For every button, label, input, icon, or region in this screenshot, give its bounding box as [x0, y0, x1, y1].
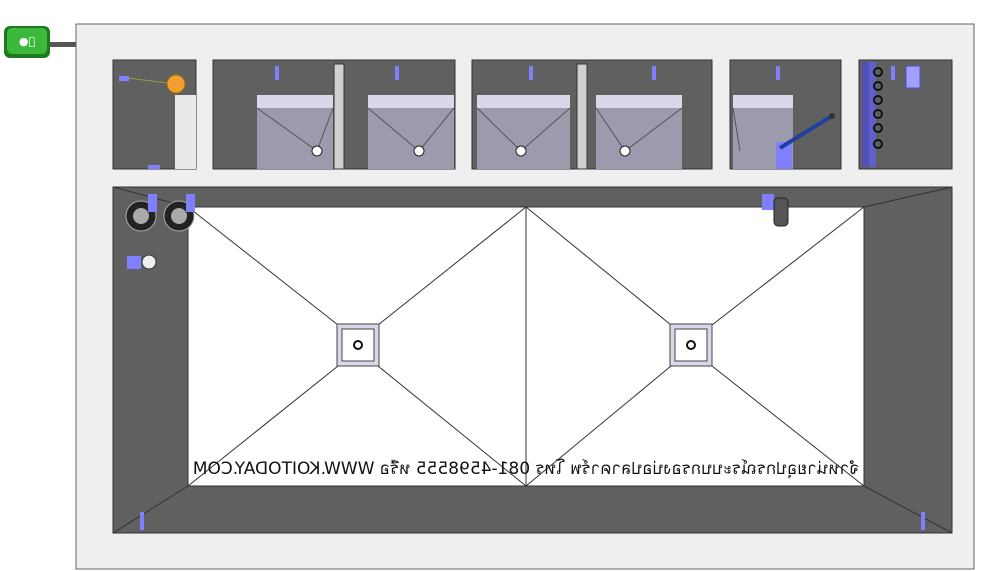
pipe-icon [891, 66, 895, 80]
control-button-label: ●⃝ [19, 35, 35, 48]
filter-chamber-2 [212, 59, 456, 170]
filter-chamber-4 [729, 59, 842, 170]
drain-icon [515, 145, 527, 157]
filter-chamber-1 [112, 59, 197, 170]
pipe-icon [148, 165, 160, 169]
main-pond [112, 186, 953, 534]
float-ball [166, 74, 186, 94]
drain-icon [686, 340, 696, 350]
pipe-icon [127, 256, 141, 269]
filter-chamber-5 [858, 59, 953, 170]
drain-icon [353, 340, 363, 350]
pipe-icon [275, 66, 279, 80]
filter-chamber-3 [471, 59, 713, 170]
bottom-drain-2 [669, 323, 713, 367]
float-valve-icon [119, 76, 129, 81]
pipe-icon [652, 66, 656, 80]
pipe-icon [762, 194, 774, 210]
watermark-text: จำหน่ายอุปกรณ์ระบบกรองบ่อปลาคาร์พ โทร 08… [193, 458, 859, 479]
drain-icon [311, 145, 323, 157]
control-button[interactable]: ●⃝ [4, 26, 50, 58]
pipe-icon [148, 194, 157, 212]
pipe-icon [776, 66, 780, 80]
return-pipe [762, 194, 789, 227]
pipe-icon [186, 194, 195, 212]
drain-icon [619, 145, 631, 157]
bottom-drain-1 [336, 323, 380, 367]
cable-connector [50, 42, 78, 47]
pipe-icon [140, 512, 144, 530]
skimmer-inlets [125, 194, 195, 270]
aerator-icon [778, 114, 834, 150]
pipe-icon [776, 142, 792, 169]
pipe-icon [395, 66, 399, 80]
pipe-icon [529, 66, 533, 80]
drain-icon [413, 145, 425, 157]
pipe-icon [921, 512, 925, 530]
pipe-icon [905, 65, 921, 89]
